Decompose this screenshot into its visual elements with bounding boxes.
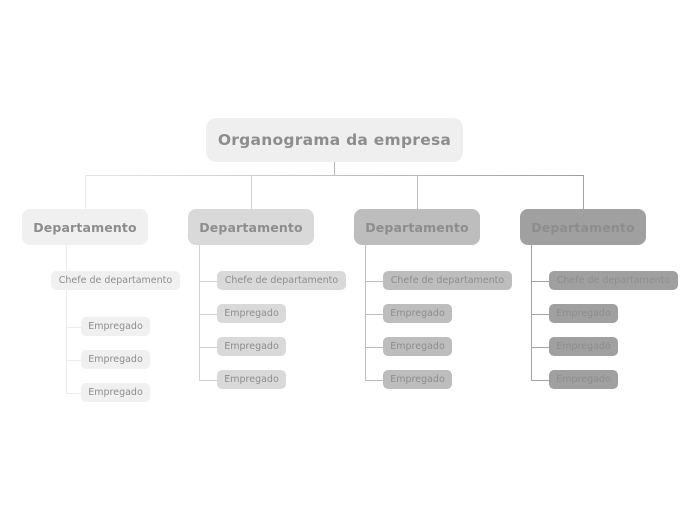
employee-node[interactable]: Empregado — [217, 370, 286, 389]
branch-bus-line — [85, 175, 584, 176]
employee-node[interactable]: Empregado — [383, 337, 452, 356]
chefe-node[interactable]: Chefe de departamento — [51, 271, 180, 290]
department-node[interactable]: Departamento — [354, 209, 480, 245]
employee-connector-line — [199, 346, 217, 348]
employee-connector-line — [531, 346, 549, 348]
branch-spine-line — [531, 245, 532, 380]
employee-node[interactable]: Empregado — [81, 350, 150, 369]
employee-node[interactable]: Empregado — [217, 304, 286, 323]
department-node[interactable]: Departamento — [22, 209, 148, 245]
department-node[interactable]: Departamento — [188, 209, 314, 245]
employee-node[interactable]: Empregado — [217, 337, 286, 356]
branch-spine-line — [66, 245, 67, 393]
employee-connector-line — [365, 379, 383, 381]
chefe-connector-line — [199, 280, 217, 282]
chefe-connector-line — [365, 280, 383, 282]
employee-node[interactable]: Empregado — [383, 304, 452, 323]
employee-connector-line — [66, 326, 81, 328]
root-stem-line — [334, 162, 335, 175]
employee-connector-line — [365, 313, 383, 315]
employee-connector-line — [66, 359, 81, 361]
employee-connector-line — [531, 379, 549, 381]
chefe-node[interactable]: Chefe de departamento — [549, 271, 678, 290]
branch-spine-line — [365, 245, 366, 380]
chefe-node[interactable]: Chefe de departamento — [383, 271, 512, 290]
branch-drop-line — [251, 175, 252, 209]
chefe-connector-line — [531, 280, 549, 282]
employee-connector-line — [365, 346, 383, 348]
branch-drop-line — [85, 175, 86, 209]
branch-drop-line — [583, 175, 584, 209]
employee-node[interactable]: Empregado — [549, 337, 618, 356]
employee-connector-line — [66, 392, 81, 394]
employee-connector-line — [199, 313, 217, 315]
branch-spine-line — [199, 245, 200, 380]
employee-node[interactable]: Empregado — [549, 304, 618, 323]
department-node[interactable]: Departamento — [520, 209, 646, 245]
employee-node[interactable]: Empregado — [81, 383, 150, 402]
employee-node[interactable]: Empregado — [549, 370, 618, 389]
root-node[interactable]: Organograma da empresa — [206, 118, 463, 162]
employee-connector-line — [199, 379, 217, 381]
employee-node[interactable]: Empregado — [81, 317, 150, 336]
employee-connector-line — [531, 313, 549, 315]
chefe-node[interactable]: Chefe de departamento — [217, 271, 346, 290]
branch-drop-line — [417, 175, 418, 209]
employee-node[interactable]: Empregado — [383, 370, 452, 389]
